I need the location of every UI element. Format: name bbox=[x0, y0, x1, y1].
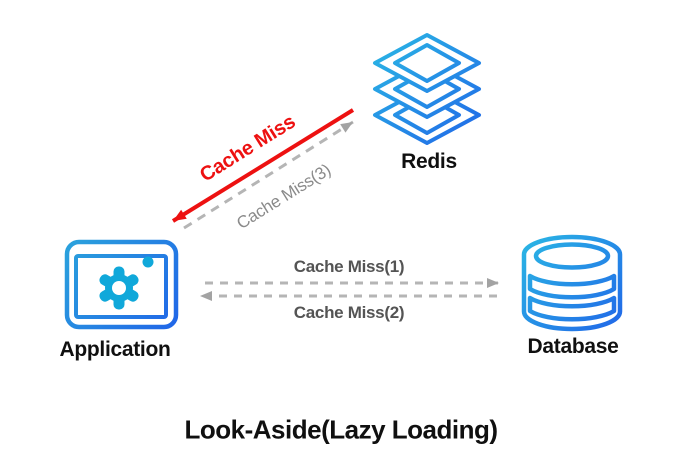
cache-miss-2-label: Cache Miss(2) bbox=[293, 303, 405, 322]
redis-stack-icon bbox=[373, 33, 481, 145]
database-node-label: Database bbox=[527, 335, 619, 358]
application-icon bbox=[64, 239, 179, 330]
app-dot bbox=[142, 256, 154, 268]
cache-miss-1-label: Cache Miss(1) bbox=[293, 257, 405, 276]
diagram-title: Look-Aside(Lazy Loading) bbox=[184, 414, 499, 445]
application-node-label: Application bbox=[59, 338, 171, 361]
database-icon bbox=[521, 234, 623, 332]
app-frame-inner bbox=[74, 254, 168, 319]
redis-node-label: Redis bbox=[401, 150, 457, 173]
gear-icon bbox=[99, 266, 139, 310]
cache-miss-3-arrow bbox=[183, 120, 354, 230]
cache-miss-red-arrow bbox=[171, 108, 355, 223]
